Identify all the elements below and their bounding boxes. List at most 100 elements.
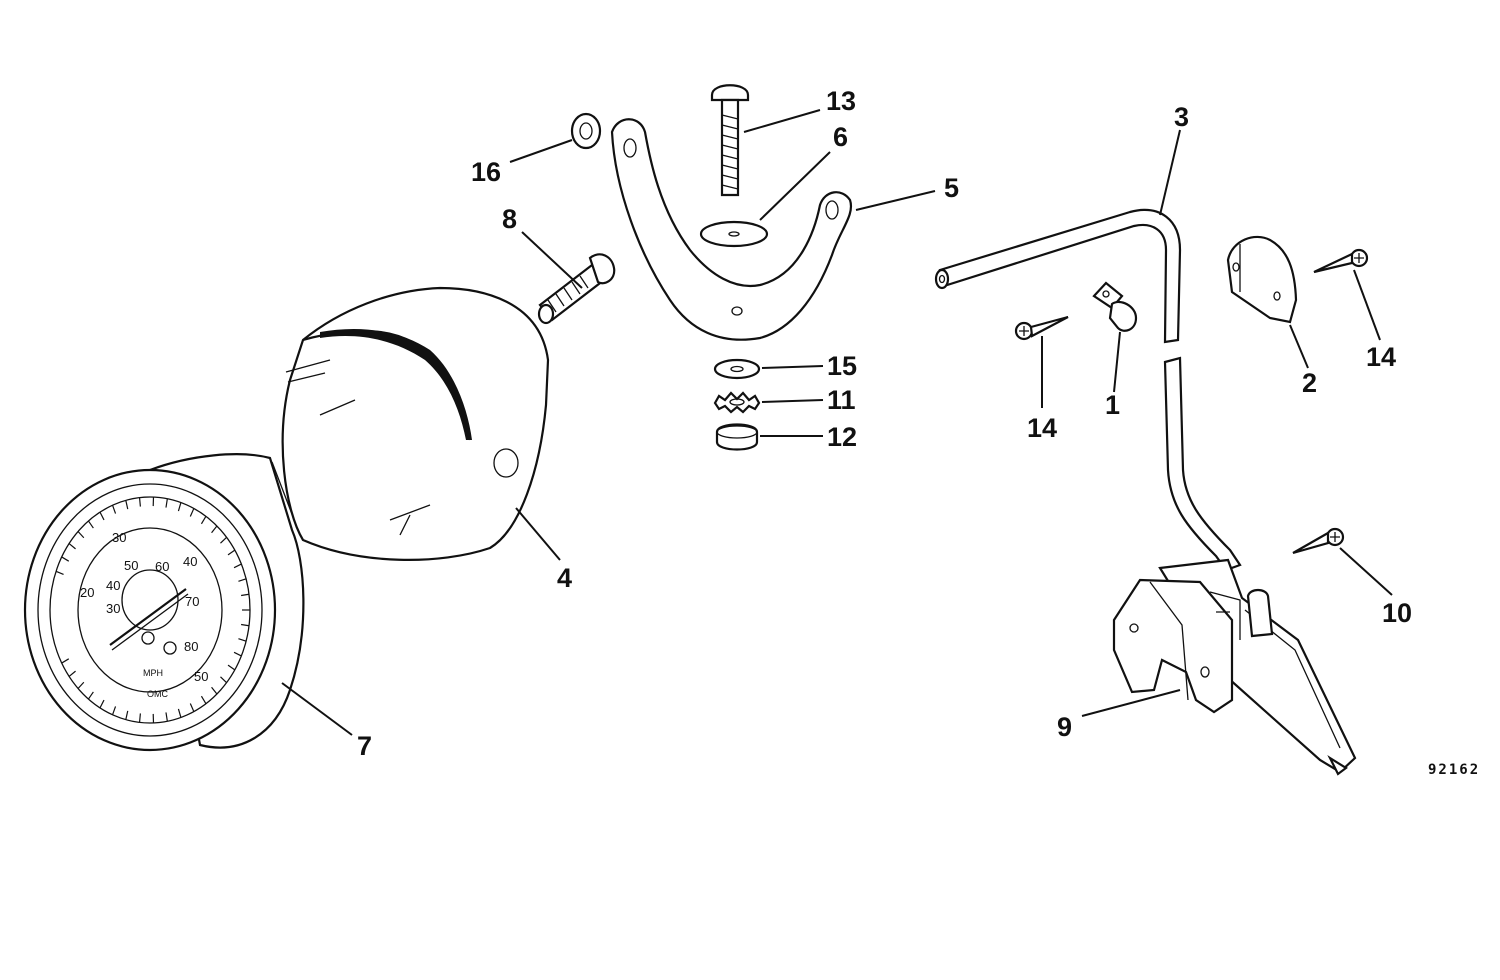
dial-inner-number: 60 [155, 559, 169, 574]
dial-tick [220, 676, 228, 684]
leader-13 [743, 109, 821, 133]
leader-10 [1339, 547, 1393, 596]
callout-5: 5 [944, 173, 959, 203]
tube-clip [1092, 281, 1138, 332]
leader-9 [1081, 689, 1181, 717]
dial-tick [211, 525, 218, 534]
washer-6 [699, 220, 769, 248]
callout-10: 10 [1382, 598, 1412, 628]
dial-unit-label: MPH [143, 668, 163, 678]
leader-7 [281, 682, 353, 736]
speedometer-assembly: 20 30 40 50 30 40 50 60 70 80 MPH OMC [23, 453, 305, 752]
dial-inner-number: 80 [184, 639, 198, 654]
dial-tick [55, 570, 64, 575]
callout-13: 13 [826, 86, 856, 116]
drawing-code: 92162 [1428, 762, 1480, 778]
callout-8: 8 [502, 204, 517, 234]
dial-tick [238, 638, 247, 642]
dial-tick [233, 651, 242, 657]
callout-14-right: 14 [1366, 342, 1396, 372]
dial-tick [61, 556, 70, 562]
dial-tick [177, 502, 182, 512]
callout-6: 6 [833, 122, 848, 152]
tube-bracket-plate [1226, 235, 1298, 324]
dial-tick [68, 670, 76, 677]
leader-3 [1159, 129, 1181, 216]
carriage-bolt-13 [710, 84, 750, 197]
pickup-unit [1112, 558, 1357, 776]
dial-tick [77, 681, 85, 689]
dial-tick [68, 543, 76, 550]
dial-inner-number: 50 [124, 558, 138, 573]
dial-tick [165, 712, 168, 722]
leader-8 [521, 231, 583, 289]
dial-tick [227, 664, 236, 671]
leader-11 [761, 399, 824, 403]
dial-tick [200, 695, 207, 704]
dial-tick [125, 710, 129, 720]
screw-14-left [1014, 315, 1069, 341]
dial-tick-marks [55, 497, 250, 723]
leader-4 [515, 507, 561, 561]
dial-outer-number: 30 [112, 530, 126, 545]
dial-inner-number: 30 [106, 601, 120, 616]
dial-tick [125, 500, 129, 510]
leader-16 [509, 139, 573, 163]
dial-tick [99, 511, 105, 521]
callout-12: 12 [827, 422, 857, 452]
dial-tick [111, 505, 117, 514]
dial-tick [87, 520, 94, 529]
leader-1 [1113, 331, 1121, 393]
leader-2 [1289, 324, 1309, 369]
lockwasher-11 [713, 391, 761, 414]
dial-tick [241, 593, 250, 597]
callout-3: 3 [1174, 102, 1189, 132]
dial-outer-number: 50 [194, 669, 208, 684]
leader-6 [759, 151, 831, 221]
screw-10 [1292, 527, 1345, 555]
dial-outer-number: 40 [183, 554, 197, 569]
dial-tick [138, 497, 141, 507]
dial-tick [87, 691, 94, 700]
dial-tick [211, 686, 218, 695]
dial-tick [138, 713, 141, 723]
dial-tick [238, 578, 247, 582]
housing-cup [281, 286, 550, 561]
dial-inner-number: 40 [106, 578, 120, 593]
callout-2: 2 [1302, 368, 1317, 398]
leader-15 [761, 365, 824, 369]
dial-tick [111, 706, 117, 715]
dial-tick [241, 623, 250, 627]
bolt-8 [537, 253, 616, 325]
callout-15: 15 [827, 351, 857, 381]
callout-numbers: 13 6 5 16 8 3 15 11 12 4 7 14 1 2 14 10 … [357, 86, 1480, 778]
dial-brand-label: OMC [147, 689, 168, 699]
dial-tick [233, 563, 242, 569]
callout-9: 9 [1057, 712, 1072, 742]
leader-5 [855, 190, 936, 211]
dial-tick [200, 516, 207, 525]
dial-tick [227, 549, 236, 556]
callout-1: 1 [1105, 390, 1120, 420]
dial-inner-number: 70 [185, 594, 199, 609]
dial-tick [77, 531, 85, 539]
dial-tick [177, 708, 182, 718]
leader-lines [281, 109, 1393, 736]
u-bracket [610, 118, 853, 341]
dial-tick [189, 703, 195, 712]
washer-15 [713, 358, 761, 380]
dial-tick [220, 536, 228, 544]
nut-12 [715, 423, 759, 451]
leader-14-right [1353, 269, 1381, 341]
dial-tick [99, 699, 105, 709]
screw-14-right [1313, 248, 1369, 274]
callout-11: 11 [827, 385, 856, 415]
washer-16 [570, 112, 602, 150]
callout-16: 16 [471, 157, 501, 187]
dial-tick [61, 658, 70, 664]
callout-4: 4 [557, 563, 572, 593]
dial-outer-number: 20 [80, 585, 94, 600]
dial-tick [189, 508, 195, 517]
dial-tick [165, 498, 168, 508]
